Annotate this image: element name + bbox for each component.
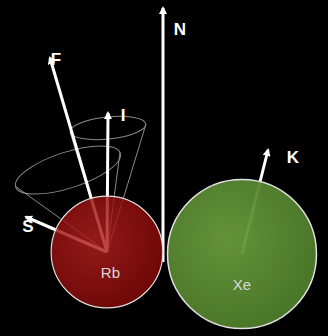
circle-shape — [50, 195, 164, 309]
circle-shape — [166, 178, 318, 330]
axis-vector-N — [162, 8, 165, 262]
vector-label: I — [121, 106, 126, 126]
vector-label: F — [51, 50, 61, 70]
atom-label: Rb — [101, 264, 120, 281]
atom-label: Xe — [233, 276, 251, 293]
vector-label: N — [174, 20, 186, 40]
atom-circle: Rb — [50, 195, 164, 309]
atom-circle: Xe — [166, 178, 318, 330]
vector-label: S — [22, 217, 33, 237]
vector-label: K — [287, 148, 299, 168]
